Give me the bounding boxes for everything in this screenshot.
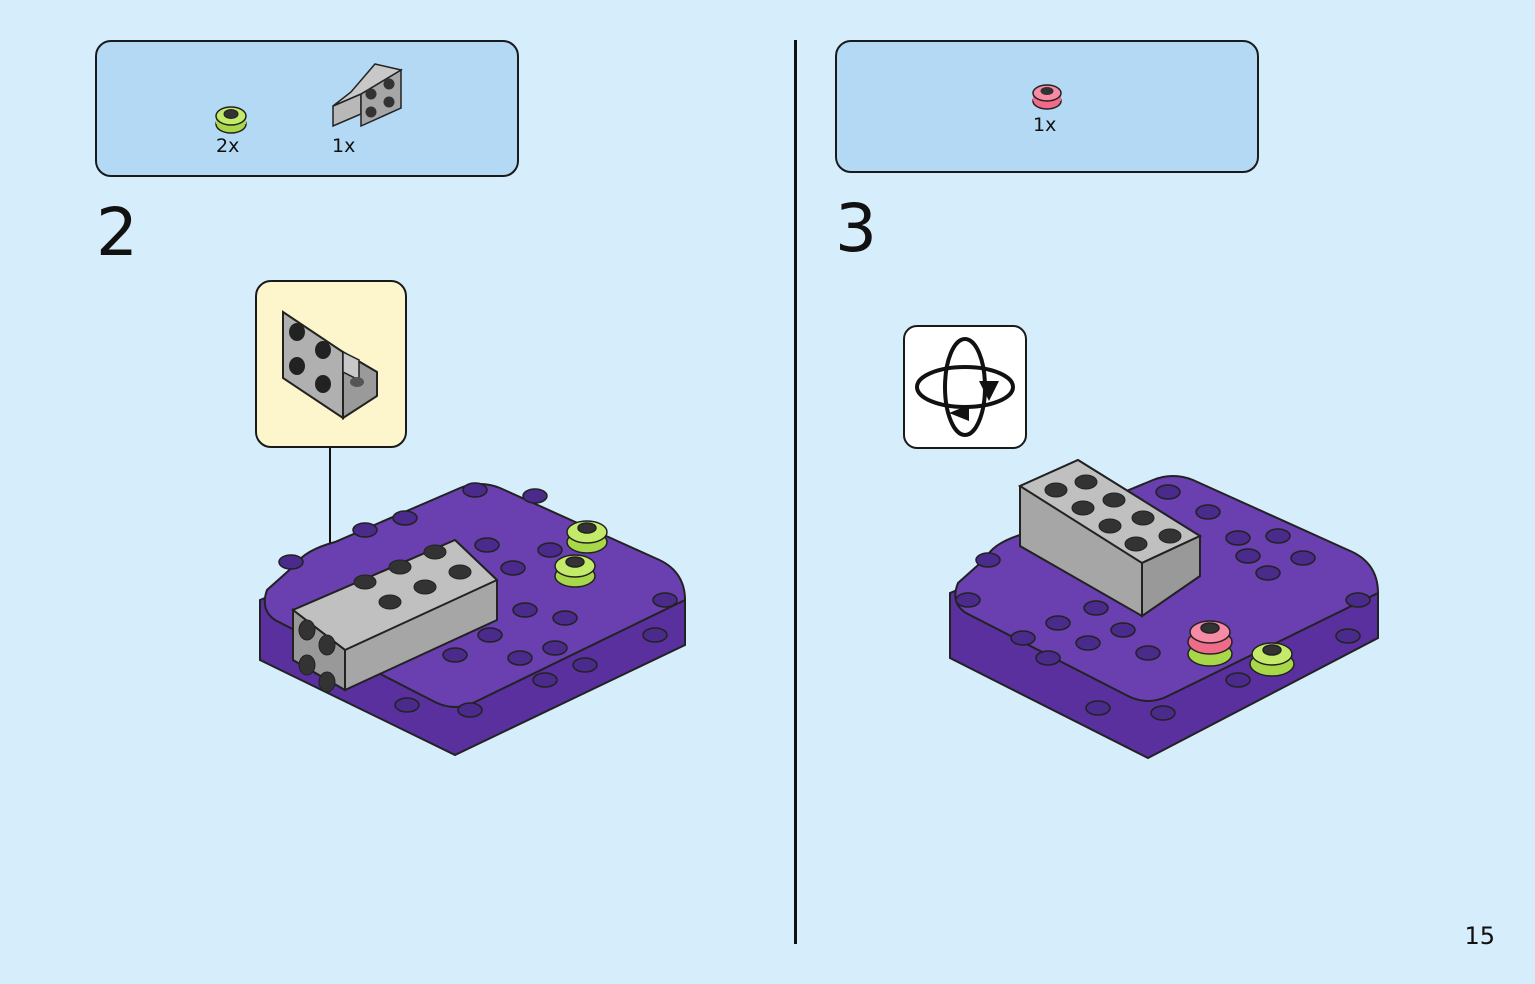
- sub-assembly-callout: [255, 280, 407, 448]
- step-number-3: 3: [835, 190, 877, 267]
- rotate-model-icon: [915, 337, 1015, 437]
- step-divider: [794, 40, 797, 944]
- page-number: 15: [1464, 922, 1495, 950]
- part-qty-pink-plate: 1x: [1033, 114, 1057, 136]
- parts-list-step-2: 2x 1x: [95, 40, 519, 177]
- model-step-2: [259, 482, 687, 757]
- gray-bracket-icon: [282, 310, 378, 420]
- rotate-model-indicator: [903, 325, 1027, 449]
- gray-bracket-icon: [332, 63, 403, 128]
- parts-list-step-3: 1x: [835, 40, 1259, 173]
- model-step-3: [949, 458, 1380, 760]
- pink-round-plate-icon: [1032, 84, 1062, 110]
- part-qty-gray-bracket: 1x: [332, 135, 356, 157]
- part-qty-lime-plate: 2x: [216, 135, 240, 157]
- step-number-2: 2: [96, 194, 138, 271]
- lime-round-plate-icon: [215, 106, 247, 134]
